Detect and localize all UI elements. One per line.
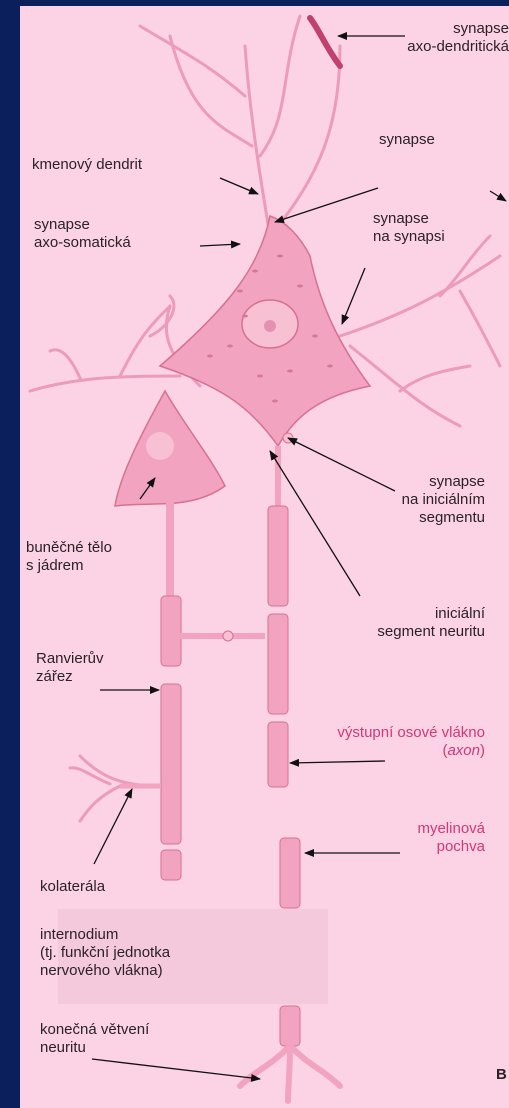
label-synapse-axodendriticka: synapse axo-dendritická xyxy=(407,20,509,56)
label-line: buněčné tělo xyxy=(26,539,112,557)
diagram-panel: synapse axo-dendritická kmenový dendrit … xyxy=(20,6,509,1108)
label-axon: výstupní osové vlákno (axon) xyxy=(337,724,485,760)
label-myelinova-pochva: myelinová pochva xyxy=(417,820,485,856)
label-ranvieruv-zarez: Ranvierův zářez xyxy=(36,650,104,686)
paren-close: ) xyxy=(480,742,485,759)
left-axon xyxy=(161,596,181,880)
label-synapse-na-inicialnim: synapse na iniciálním segmentu xyxy=(402,473,485,527)
axon-term: axon xyxy=(447,742,480,759)
label-line: axo-somatická xyxy=(34,234,131,252)
label-line: (tj. funkční jednotka xyxy=(40,944,170,962)
label-line: výstupní osové vlákno xyxy=(337,724,485,742)
label-konecna-vetveni: konečná větvení neuritu xyxy=(40,1021,149,1057)
label-line: internodium xyxy=(40,926,170,944)
label-line: myelinová xyxy=(417,820,485,838)
label-inicialni-segment: iniciální segment neuritu xyxy=(377,605,485,641)
label-synapse-na-synapsi: synapse na synapsi xyxy=(373,210,445,246)
label-line: (axon) xyxy=(337,742,485,760)
label-line: na synapsi xyxy=(373,228,445,246)
label-line: synapse xyxy=(407,20,509,38)
label-line: synapse xyxy=(373,210,445,228)
label-bunecne-telo: buněčné tělo s jádrem xyxy=(26,539,112,575)
label-internodium: internodium (tj. funkční jednotka nervov… xyxy=(40,926,170,980)
label-line: nervového vlákna) xyxy=(40,962,170,980)
label-line: Ranvierův xyxy=(36,650,104,668)
label-line: iniciální xyxy=(377,605,485,623)
label-line: synapse xyxy=(402,473,485,491)
label-synapse-axosomaticka: synapse axo-somatická xyxy=(34,216,131,252)
label-synapse: synapse xyxy=(379,131,435,149)
nucleolus xyxy=(264,320,276,332)
label-line: segmentu xyxy=(402,509,485,527)
second-nucleus xyxy=(146,432,174,460)
label-kolaterala: kolaterála xyxy=(40,878,105,896)
label-line: na iniciálním xyxy=(402,491,485,509)
label-line: axo-dendritická xyxy=(407,38,509,56)
label-line: konečná větvení xyxy=(40,1021,149,1039)
axo-dendritic-synapse xyxy=(310,18,340,66)
label-line: s jádrem xyxy=(26,557,112,575)
label-line: neuritu xyxy=(40,1039,149,1057)
label-kmenovy-dendrit: kmenový dendrit xyxy=(32,156,142,174)
terminal-branches xyxy=(240,1046,340,1101)
label-line: synapse xyxy=(34,216,131,234)
corner-letter: B xyxy=(496,1066,507,1084)
label-line: zářez xyxy=(36,668,104,686)
label-line: pochva xyxy=(417,838,485,856)
label-line: segment neuritu xyxy=(377,623,485,641)
synapse-bulb xyxy=(223,631,233,641)
